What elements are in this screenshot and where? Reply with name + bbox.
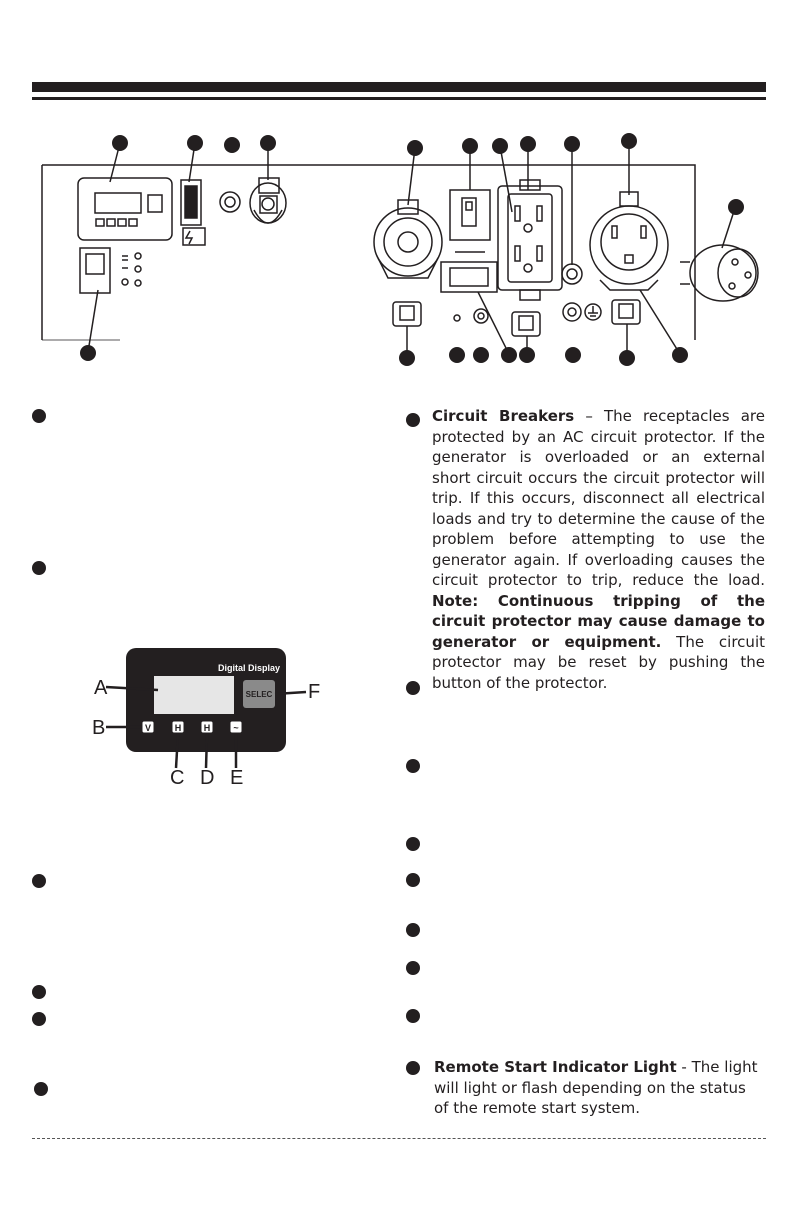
callout-bullet [406,873,420,887]
callout-a: A [94,677,108,699]
twist-lock-receptacle-icon [373,199,443,279]
panel-outline [42,164,696,340]
callout-bullet [32,561,46,575]
callout-bullet [32,409,46,423]
select-button-label: SELEC [246,690,273,699]
engine-switch-icon [79,247,142,294]
callout-bullet [406,923,420,937]
callout-bullet [32,874,46,888]
hour-meter-icon [77,177,173,241]
circuit-breakers-heading: Circuit Breakers [432,407,575,425]
header-rule-thick [32,82,766,92]
hour-button-icon [171,720,185,734]
callout-bullet [406,837,420,851]
callout-bullet [406,759,420,773]
oil-button-icon [229,720,243,734]
battery-switch-icon [180,179,206,246]
callout-bullet [32,1012,46,1026]
circuit-breakers-text: – The receptacles are protected by an AC… [432,407,765,589]
lcd-screen [154,676,234,714]
ac-breaker-icon [440,189,498,293]
header-rule-thin [32,97,766,100]
circuit-breakers-paragraph: Circuit Breakers – The receptacles are p… [432,406,765,693]
outlet-cover-icon [511,311,541,337]
callout-c: C [170,767,184,789]
callout-e: E [230,767,243,789]
select-button [243,680,275,708]
remote-start-text: - The light will light or flash dependin… [434,1058,758,1117]
callout-bullet [34,1082,48,1096]
callout-bullet [406,1061,420,1075]
remote-start-paragraph: Remote Start Indicator Light - The light… [434,1057,764,1119]
svg-text:~: ~ [233,723,238,733]
circuit-breakers-reset-text: The circuit protector may be reset by pu… [432,632,765,692]
callout-bullet [406,1009,420,1023]
adapter-plug-icon [680,244,759,302]
digital-display-diagram: Digital Display SELEC V H H ~ A B C D E F [92,648,320,789]
svg-text:H: H [204,723,211,733]
dc-outlet-icon [249,177,287,224]
outlet-cover-icon [392,301,422,327]
svg-text:V: V [145,723,151,733]
circuit-breakers-note: Note: Continuous tripping of the circuit… [432,591,765,651]
display-title: Digital Display [218,663,280,673]
callout-bullet [32,985,46,999]
callout-bullet [406,413,420,427]
duplex-receptacle-icon [497,179,563,301]
outlet-cover-icon [611,299,641,325]
remote-start-heading: Remote Start Indicator Light [434,1058,677,1076]
callout-d: D [200,767,214,789]
ground-icon [584,303,602,321]
svg-text:H: H [175,723,182,733]
frequency-button-icon [200,720,214,734]
callout-bullet [406,961,420,975]
footer-divider [32,1138,766,1139]
callout-f: F [308,681,320,703]
rv-receptacle-icon [589,191,669,291]
control-panel-diagram [41,133,759,366]
reset-knob-icon [561,263,583,285]
callout-b: B [92,717,105,739]
usb-port-icon [219,191,241,213]
callout-bullet [406,681,420,695]
